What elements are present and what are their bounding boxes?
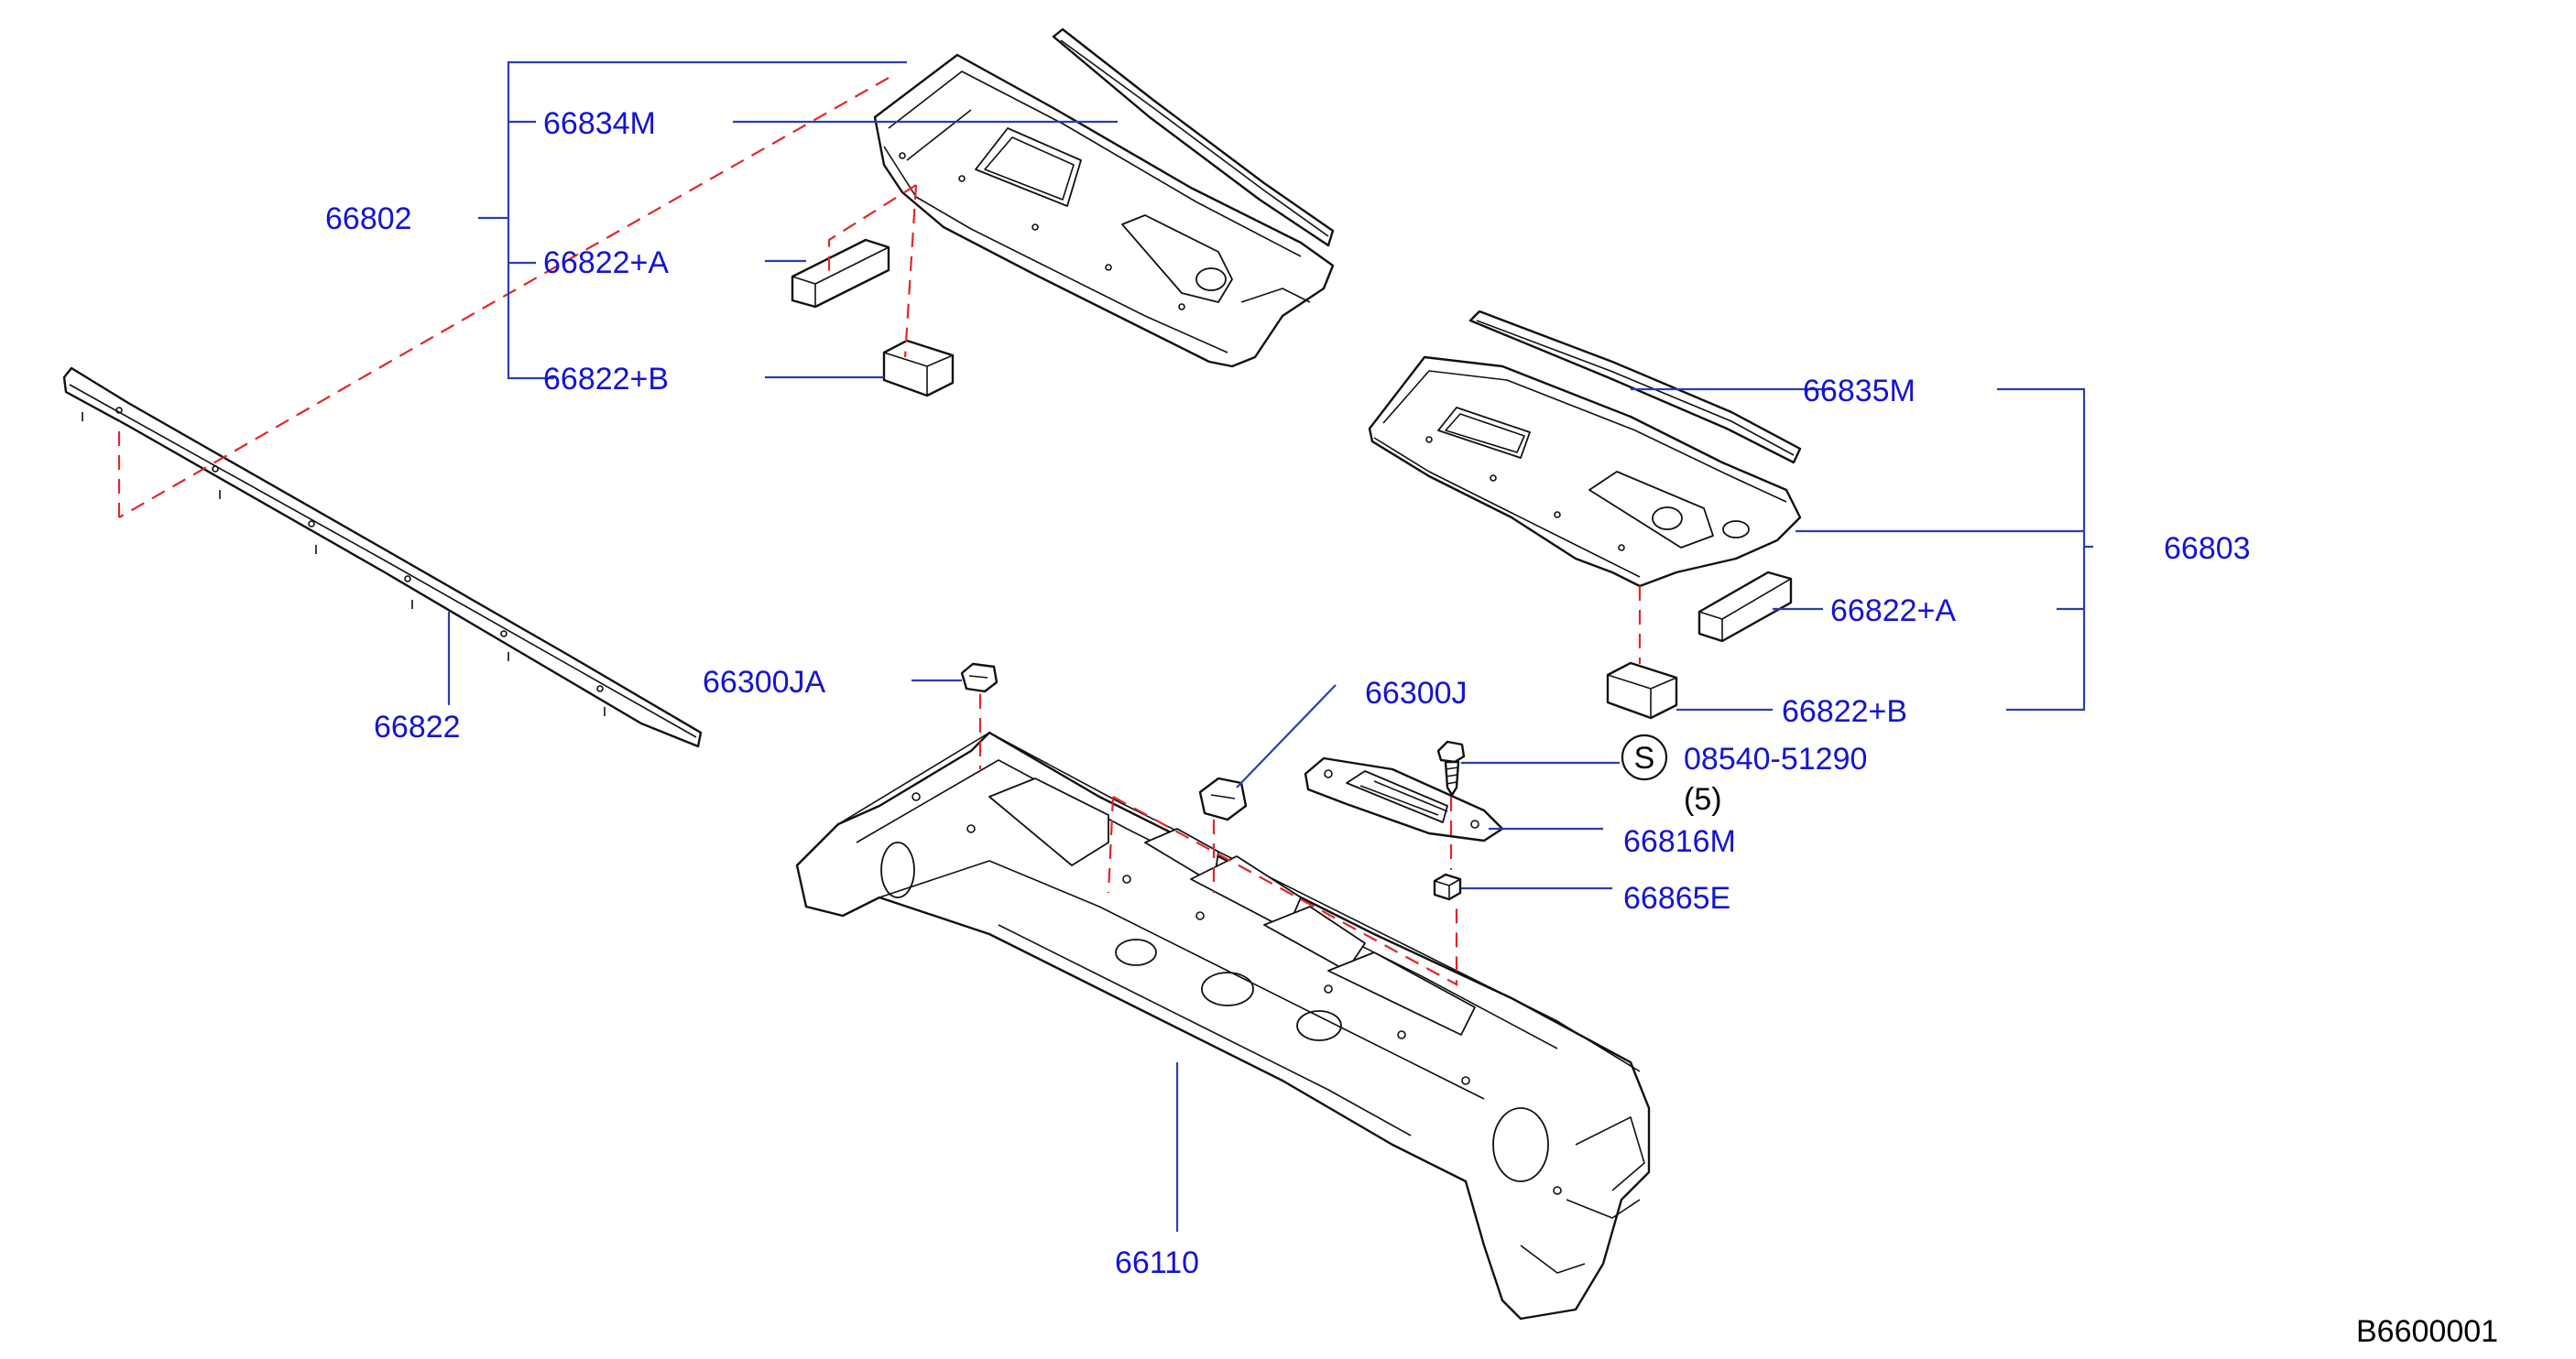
label-quantity: (5) bbox=[1684, 782, 1722, 817]
label-66822A-right: 66822+A bbox=[1830, 593, 1956, 628]
seal-block-66822A-right bbox=[1697, 571, 1793, 643]
leader-lines bbox=[447, 60, 2093, 1232]
label-66110: 66110 bbox=[1115, 1245, 1199, 1280]
seal-block-66822A-left bbox=[791, 238, 890, 309]
label-66300JA: 66300JA bbox=[703, 665, 826, 700]
screw-08540-51290 bbox=[1436, 740, 1466, 797]
s-symbol-text: S bbox=[1634, 741, 1655, 776]
windshield-moulding-66822 bbox=[62, 366, 703, 748]
assembly-lines bbox=[117, 77, 1642, 986]
grommet-66300J bbox=[1198, 777, 1248, 821]
windshield-seal-right bbox=[1468, 310, 1802, 464]
label-66822A-left: 66822+A bbox=[543, 245, 669, 280]
part-labels: 66802 66834M 66822+A 66822+B 66822 66835… bbox=[325, 106, 2498, 1349]
cowl-top-right-66835M bbox=[1368, 355, 1802, 588]
label-66865E: 66865E bbox=[1623, 881, 1730, 916]
clip-66300JA bbox=[960, 662, 999, 693]
label-66834M: 66834M bbox=[543, 106, 656, 141]
label-66822B-left: 66822+B bbox=[543, 362, 669, 397]
standard-part-symbol: S bbox=[1621, 734, 1668, 781]
seal-block-66822B-right bbox=[1606, 661, 1678, 720]
label-66822: 66822 bbox=[374, 710, 461, 745]
label-66802: 66802 bbox=[325, 201, 412, 236]
seal-block-66822B-left bbox=[882, 339, 955, 397]
cowl-panel-66110 bbox=[795, 731, 1651, 1321]
cowl-top-left-66834M bbox=[873, 53, 1335, 368]
label-66803: 66803 bbox=[2164, 531, 2251, 566]
diagram-reference: B6600001 bbox=[2356, 1314, 2498, 1349]
nut-66865E bbox=[1433, 873, 1462, 901]
label-08540-51290: 08540-51290 bbox=[1684, 742, 1867, 777]
bracket-66816M bbox=[1304, 756, 1504, 843]
windshield-seal-left bbox=[1052, 27, 1335, 247]
label-66835M: 66835M bbox=[1803, 374, 1916, 408]
label-66300J: 66300J bbox=[1365, 676, 1468, 711]
label-66822B-right: 66822+B bbox=[1782, 694, 1907, 729]
label-66816M: 66816M bbox=[1623, 824, 1736, 859]
